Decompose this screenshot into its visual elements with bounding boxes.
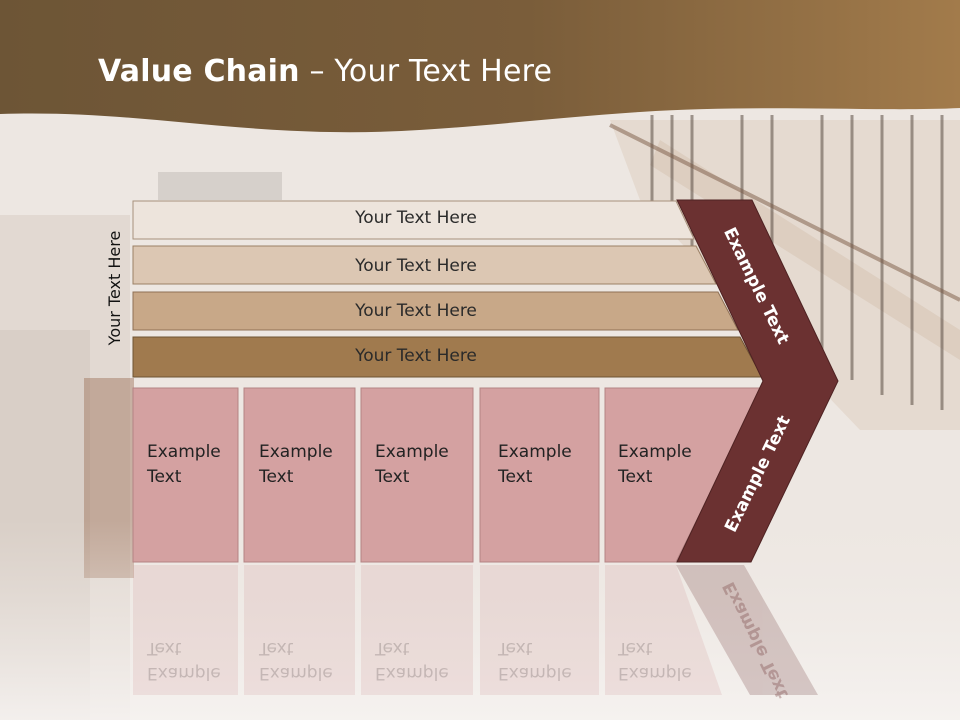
column-5-reflection-line2: Text	[618, 638, 653, 658]
column-4-line2: Text	[498, 467, 533, 487]
column-4-line1: Example	[498, 442, 572, 462]
column-3	[360, 387, 474, 563]
column-1-reflection-line1: Example	[147, 663, 221, 683]
bar-1	[132, 200, 695, 240]
bar-4-label: Your Text Here	[355, 346, 477, 366]
column-reflection	[244, 565, 355, 695]
bar-3-label: Your Text Here	[355, 301, 477, 321]
column-2-reflection-line1: Example	[259, 663, 333, 683]
column-5-line2: Text	[618, 467, 653, 487]
column-3-reflection-line1: Example	[375, 663, 449, 683]
bar-2	[132, 245, 717, 285]
column-2-reflection-line2: Text	[259, 638, 294, 658]
column-5-reflection-line1: Example	[618, 663, 692, 683]
column-1-line2: Text	[147, 467, 182, 487]
column-2-line2: Text	[259, 467, 294, 487]
column-4-reflection-line2: Text	[498, 638, 533, 658]
column-4-reflection-line1: Example	[498, 663, 572, 683]
column-reflection	[133, 565, 238, 695]
column-reflection	[480, 565, 599, 695]
column-4	[479, 387, 600, 563]
chevron-reflection	[676, 565, 818, 695]
column-5	[604, 387, 763, 563]
column-2	[243, 387, 356, 563]
bar-2-label: Your Text Here	[355, 256, 477, 276]
chevron-arrow	[676, 199, 839, 563]
title-bold: Value Chain	[98, 54, 300, 89]
title-rest: – Your Text Here	[299, 54, 553, 89]
column-3-line1: Example	[375, 442, 449, 462]
column-5-line1: Example	[618, 442, 692, 462]
column-3-line2: Text	[375, 467, 410, 487]
column-1-reflection-label: Example Text	[147, 635, 221, 685]
column-reflection	[361, 565, 473, 695]
column-1-line1: Example	[147, 442, 221, 462]
column-1	[132, 387, 239, 563]
column-3-reflection-line2: Text	[375, 638, 410, 658]
column-4-reflection-label: Example Text	[498, 635, 572, 685]
column-2-line1: Example	[259, 442, 333, 462]
bar-3	[132, 291, 739, 331]
column-5-reflection-label: Example Text	[618, 635, 692, 685]
column-reflection	[605, 565, 722, 695]
bar-1-label: Your Text Here	[355, 208, 477, 228]
column-1-reflection-line2: Text	[147, 638, 182, 658]
slide-title: Value Chain – Your Text Here	[98, 54, 552, 89]
column-3-reflection-label: Example Text	[375, 635, 449, 685]
column-2-reflection-label: Example Text	[259, 635, 333, 685]
